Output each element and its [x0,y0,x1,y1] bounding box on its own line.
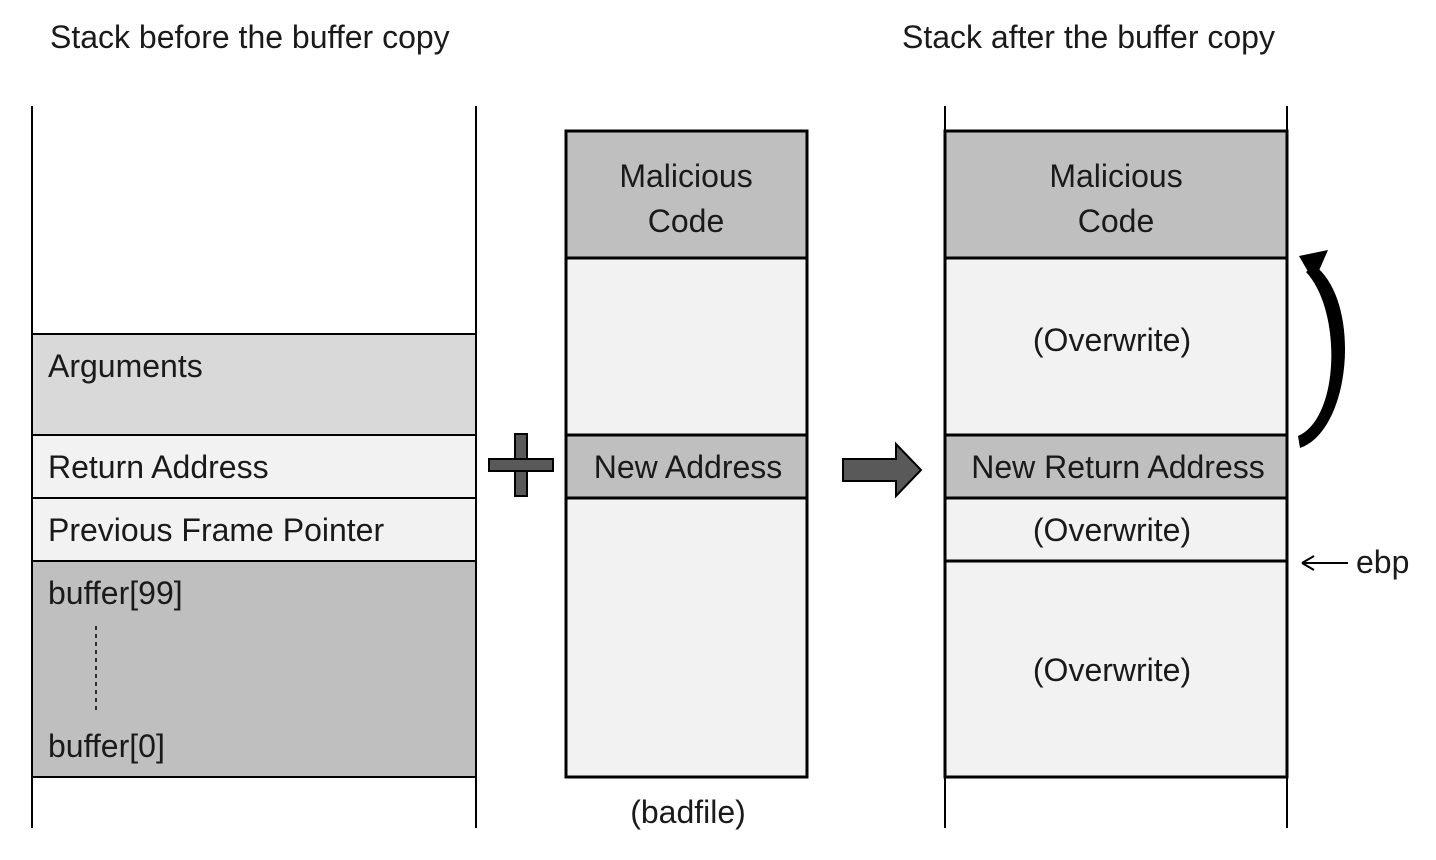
after-overwrite-upper-block [945,258,1287,435]
stack-before: Arguments Return Address Previous Frame … [31,106,477,828]
return-address-block [32,435,476,498]
after-overwrite-middle-block [945,498,1287,561]
buffer-block [32,561,476,777]
badfile-padding-block [566,258,807,435]
after-new-return-address-label: New Return Address [971,449,1264,485]
badfile-new-address-block [566,435,807,498]
jump-arrow-icon [1298,250,1346,448]
arguments-label: Arguments [48,348,203,384]
previous-frame-pointer-label: Previous Frame Pointer [48,512,384,548]
ebp-label: ebp [1356,544,1409,580]
previous-frame-pointer-block [32,498,476,561]
badfile-malicious-line2: Code [648,203,725,239]
after-overwrite-middle-label: (Overwrite) [1033,512,1191,548]
after-overwrite-upper-label: (Overwrite) [1033,322,1191,358]
after-overwrite-lower-label: (Overwrite) [1033,652,1191,688]
badfile: Malicious Code New Address (badfile) [564,129,809,830]
after-overwrite-lower-block [945,561,1287,777]
stack-after: Malicious Code (Overwrite) New Return Ad… [943,106,1289,828]
title-after: Stack after the buffer copy [902,19,1275,55]
badfile-outline [564,129,809,779]
after-outline [943,129,1289,779]
ebp-pointer: ebp [1301,544,1409,580]
badfile-caption: (badfile) [630,794,746,830]
buffer-bottom-label: buffer[0] [48,728,165,764]
arguments-block [32,334,476,435]
after-malicious-line2: Code [1078,203,1155,239]
after-malicious-code-block [945,131,1287,258]
badfile-new-address-label: New Address [594,449,783,485]
after-malicious-line1: Malicious [1049,158,1182,194]
title-before: Stack before the buffer copy [50,19,450,55]
badfile-malicious-line1: Malicious [619,158,752,194]
badfile-lower-block [566,498,807,777]
return-address-label: Return Address [48,449,269,485]
copy-arrow-icon [842,441,923,499]
after-new-return-address-block [945,435,1287,498]
plus-icon [488,433,554,497]
badfile-malicious-code-block [566,131,807,258]
buffer-top-label: buffer[99] [48,575,183,611]
